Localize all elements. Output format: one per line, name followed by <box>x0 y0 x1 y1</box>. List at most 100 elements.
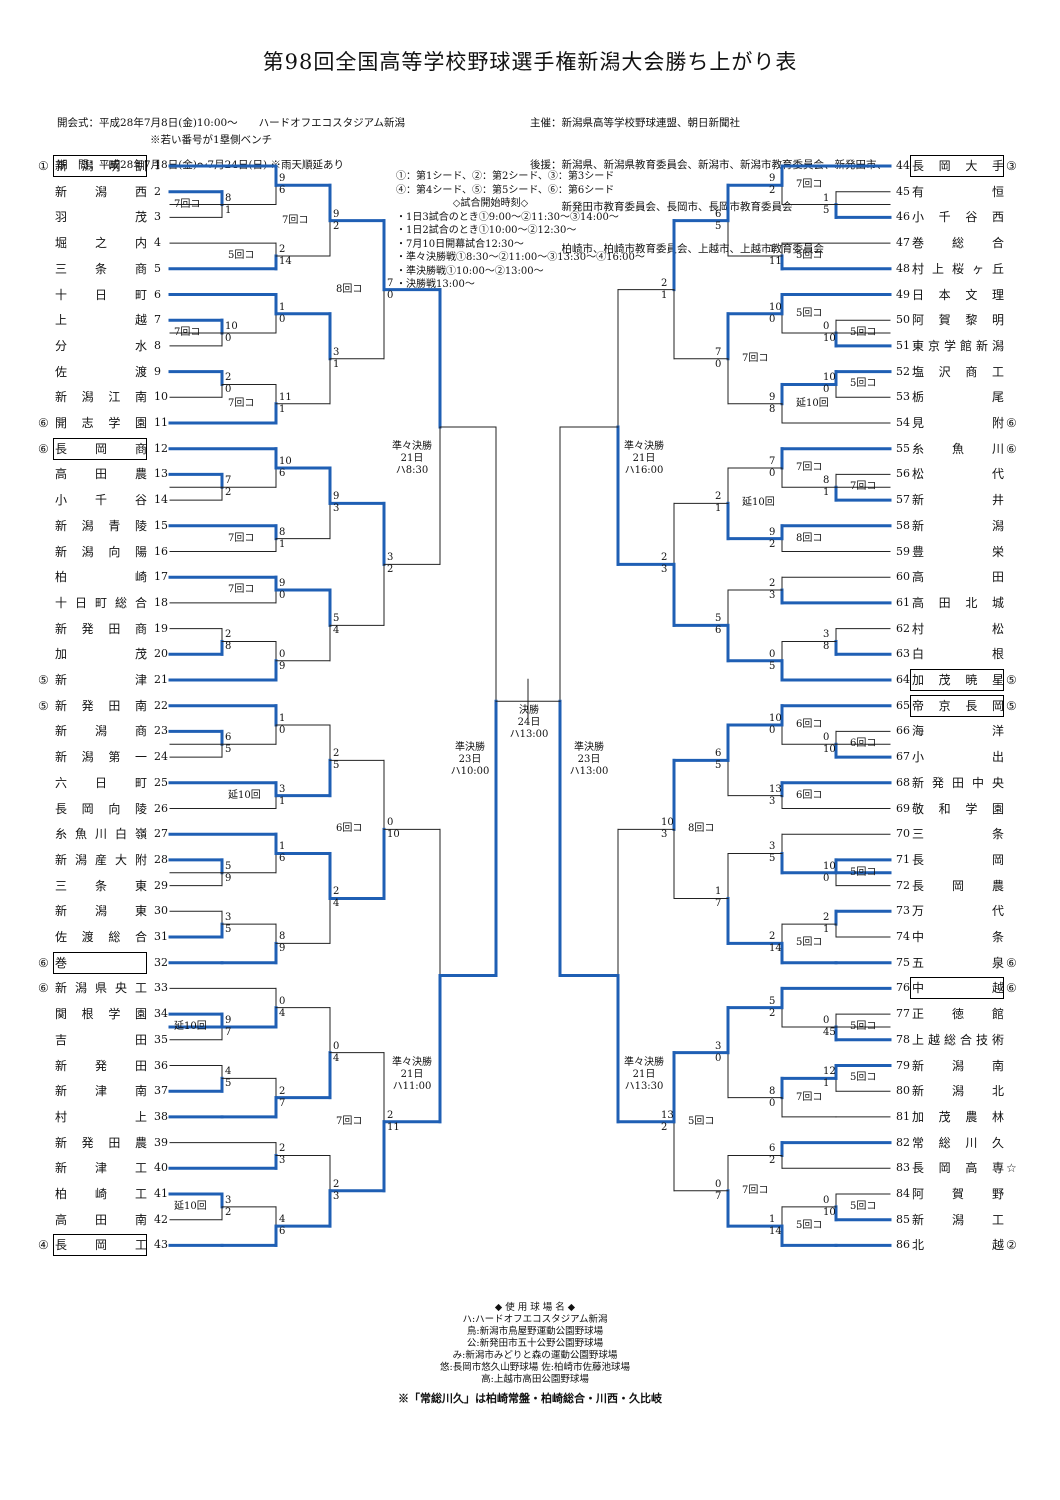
score-value: 7 <box>769 455 776 467</box>
score-value: 7 <box>715 346 722 358</box>
team-number: 5 <box>154 261 161 275</box>
score-value: 10 <box>823 372 836 384</box>
score-value: 5 <box>225 1078 232 1090</box>
score-value: 2 <box>769 1155 776 1167</box>
team-number: 53 <box>896 390 910 404</box>
team-number: 51 <box>896 338 910 352</box>
score-value: 6 <box>225 732 232 744</box>
team-number: 20 <box>154 647 168 661</box>
seed-box <box>910 977 1004 1000</box>
team-number: 69 <box>896 801 910 815</box>
team-number: 82 <box>896 1135 910 1149</box>
score-value: 1 <box>715 886 722 898</box>
team-number: 61 <box>896 595 910 609</box>
team-name: 村上桜ヶ丘 <box>912 261 1004 276</box>
score-value: 14 <box>769 1226 782 1238</box>
team-number: 10 <box>154 390 168 404</box>
team-name: 柏崎工 <box>55 1187 147 1201</box>
game-note: 6回コ <box>796 718 823 730</box>
score-value: 3 <box>661 564 668 576</box>
score-value: 2 <box>333 886 340 898</box>
sponsor-1: 後援：新潟県、新潟県教育委員会、新潟市、新潟市教育委員会、新発田市、 <box>530 159 887 171</box>
score-value: 10 <box>387 829 400 841</box>
qf-label-left-1: 準々決勝 21日 ハ8:30 <box>377 441 447 477</box>
team-number: 37 <box>154 1084 168 1098</box>
team-number: 70 <box>896 827 910 841</box>
team-number: 14 <box>154 493 168 507</box>
score-value: 7 <box>715 1190 722 1202</box>
team-number: 43 <box>154 1238 168 1252</box>
score-value: 8 <box>769 403 776 415</box>
team-number: 81 <box>896 1109 910 1123</box>
score-value: 10 <box>279 455 292 467</box>
score-value: 2 <box>823 912 830 924</box>
score-value: 1 <box>225 204 232 216</box>
round-name: 準々決勝 <box>392 441 432 452</box>
score-value: 10 <box>823 1206 836 1218</box>
score-value: 45 <box>823 1026 836 1038</box>
score-value: 1 <box>279 403 286 415</box>
team-name: 糸魚川 <box>912 441 1004 456</box>
score-value: 1 <box>279 712 286 724</box>
score-value: 8 <box>823 641 830 653</box>
team-name: 新津 <box>55 673 147 687</box>
team-number: 75 <box>896 955 910 969</box>
score-value: 3 <box>279 1155 286 1167</box>
game-note: 5回コ <box>850 1020 877 1032</box>
game-note: 5回コ <box>850 378 877 390</box>
team-number: 18 <box>154 595 168 609</box>
team-number: 80 <box>896 1084 910 1098</box>
score-value: 1 <box>769 1214 776 1226</box>
game-note: 8回コ <box>336 283 363 295</box>
final-label: 決勝 24日 ハ13:00 <box>494 705 564 741</box>
team-name: 松代 <box>912 467 1004 482</box>
team-name: 万代 <box>912 904 1004 919</box>
score-value: 3 <box>333 1190 340 1202</box>
seed-box <box>910 669 1004 691</box>
team-number: 26 <box>154 801 168 815</box>
game-note: 7回コ <box>796 461 823 473</box>
score-value: 9 <box>279 173 286 185</box>
venue-heading: ◆ 使 用 球 場 名 ◆ <box>494 1302 576 1313</box>
game-note: 6回コ <box>796 789 823 801</box>
seed-mark: ③ <box>1006 159 1017 173</box>
team-number: 83 <box>896 1161 910 1175</box>
team-number: 66 <box>896 724 910 738</box>
seed-mark: ⑤ <box>38 673 49 687</box>
score-value: 5 <box>333 760 340 772</box>
score-value: 2 <box>333 220 340 232</box>
page-title: 第98回全国高等学校野球選手権新潟大会勝ち上がり表 <box>262 50 798 74</box>
score-value: 6 <box>769 1143 776 1155</box>
team-number: 44 <box>896 159 910 172</box>
venue-3: 公:新発田市五十公野公園野球場 <box>466 1338 604 1349</box>
team-number: 78 <box>896 1032 910 1046</box>
team-name: 新発田 <box>55 1058 147 1073</box>
round-time: ハ11:00 <box>392 1081 432 1092</box>
team-number: 79 <box>896 1058 910 1072</box>
seed-mark: ⑥ <box>38 955 49 970</box>
seed-mark: ⑥ <box>1006 416 1017 430</box>
team-name: 阿賀野 <box>912 1187 1004 1201</box>
team-number: 64 <box>896 673 910 686</box>
game-note: 延10回 <box>742 497 775 509</box>
seed-box <box>53 437 147 460</box>
game-note: 5回コ <box>850 1072 877 1084</box>
score-value: 6 <box>279 853 286 865</box>
score-value: 5 <box>715 613 722 625</box>
time-note-4: ・準々決勝戦①8:30～②11:00～③13:30～④16:00～ <box>396 252 645 263</box>
team-name: 北越 <box>912 1238 1004 1253</box>
score-value: 9 <box>769 391 776 403</box>
round-date: 23日 <box>577 754 601 765</box>
round-time: ハ13:00 <box>569 766 609 777</box>
team-name: 白根 <box>912 647 1004 662</box>
score-value: 3 <box>823 629 830 641</box>
score-value: 6 <box>715 748 722 760</box>
team-name: 三条商 <box>55 261 147 276</box>
team-name: 帝京長岡 <box>912 698 1004 713</box>
score-value: 0 <box>387 817 394 829</box>
team-name: 村松 <box>912 621 1004 636</box>
venue-5: 悠:長岡市悠久山野球場 佐:柏崎市佐藤池球場 <box>440 1362 630 1373</box>
score-value: 10 <box>661 817 674 829</box>
team-number: 17 <box>154 570 168 584</box>
seed-note-2: ④：第4シード、⑤：第5シード、⑥：第6シード <box>396 184 615 196</box>
